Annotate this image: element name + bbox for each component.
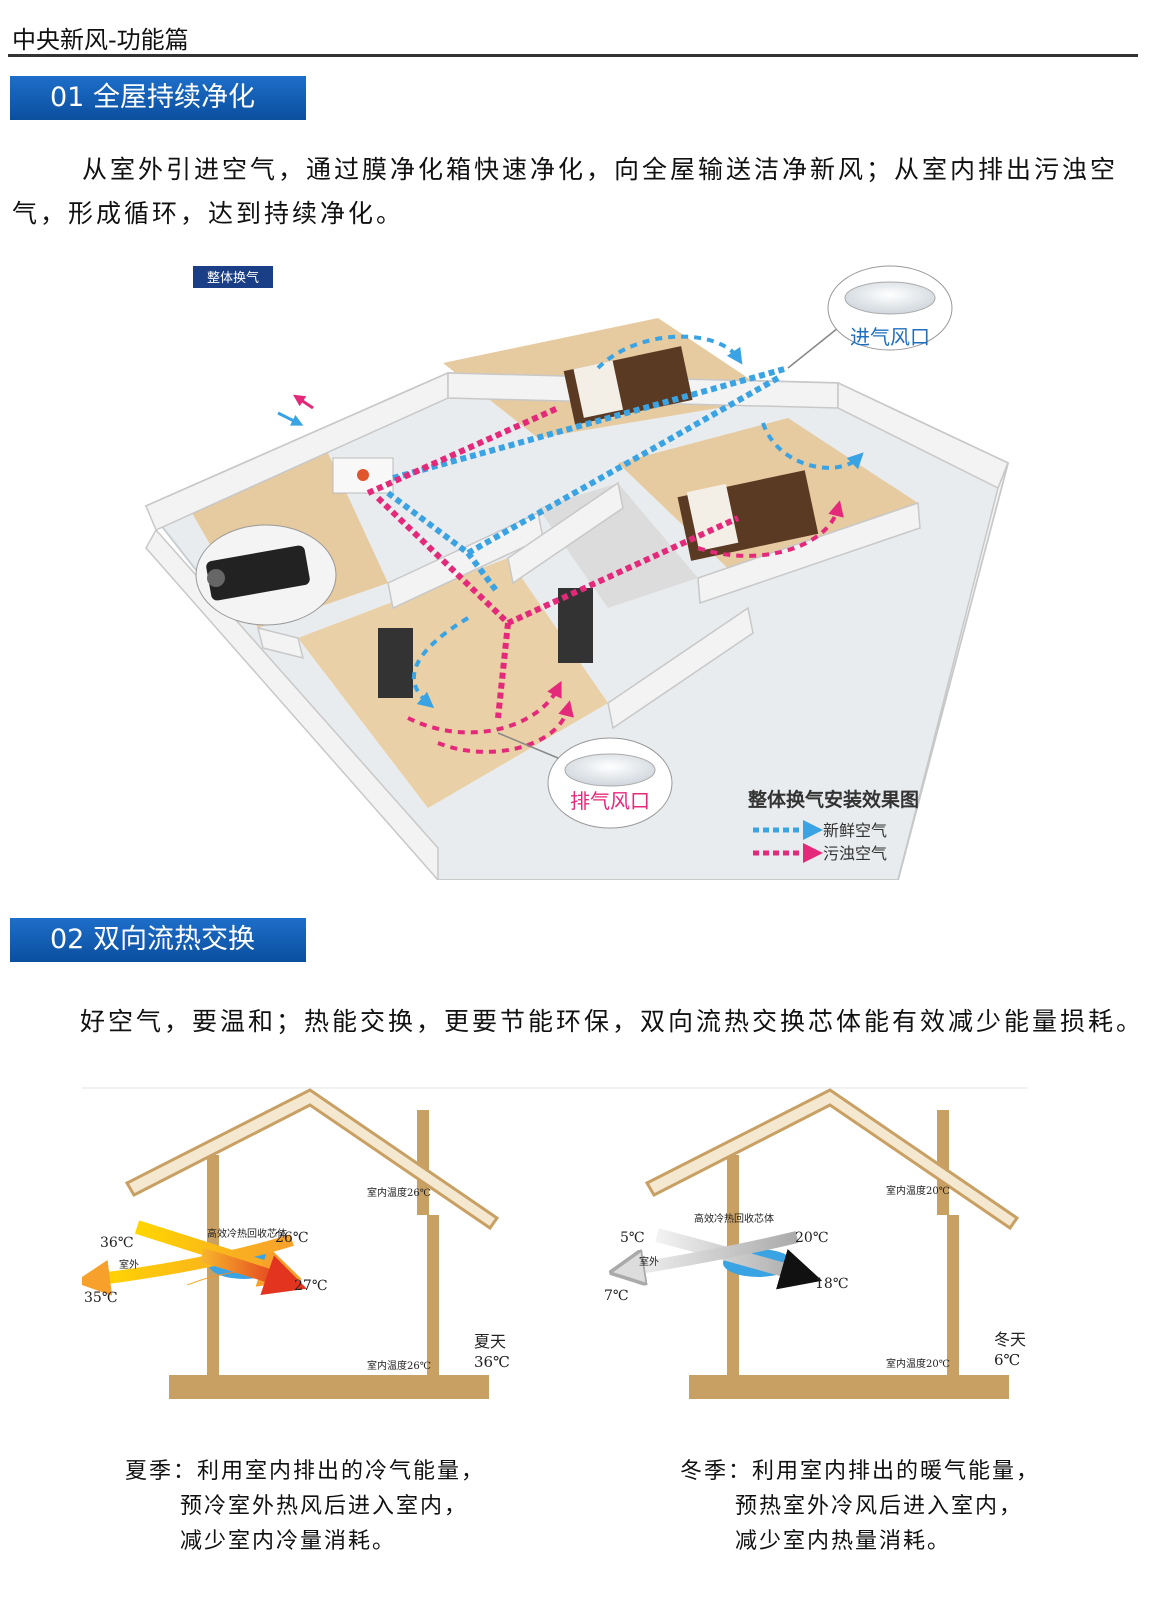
summer-season-temp: 36℃: [474, 1353, 510, 1371]
door-1: [378, 628, 413, 698]
summer-temp-exhaust: 35℃: [84, 1290, 117, 1306]
page-title: 中央新风-功能篇: [12, 26, 189, 54]
winter-indoor-bottom: 室内温度20℃: [886, 1357, 950, 1370]
winter-season-label: 冬天: [994, 1330, 1026, 1349]
section-1-title: 全屋持续净化: [92, 82, 255, 113]
winter-house: 高效冷热回收芯体 室外 室内温度20℃ 室内温度20℃ 5℃ 20℃ 18℃ 7…: [604, 1088, 1026, 1399]
legend-title: 整体换气安装效果图: [748, 788, 919, 811]
winter-indoor-top: 室内温度20℃: [886, 1184, 950, 1197]
figure-badge: 整体换气: [207, 270, 259, 286]
winter-caption-line3: 减少室内热量消耗。: [735, 1529, 952, 1554]
summer-house: 高效冷热回收芯体 室外 室内温度26℃ 室内温度26℃ 36℃ 26℃ 27℃ …: [82, 1088, 510, 1399]
section-2-heading: 02 双向流热交换: [10, 918, 306, 962]
legend-dirty-label: 污浊空气: [823, 844, 887, 863]
section-1-paragraph: 从室外引进空气，通过膜净化箱快速净化，向全屋输送洁净新风；从室内排出污浊空气，形…: [12, 155, 1119, 228]
summer-temp-indoor-out: 26℃: [275, 1230, 308, 1246]
winter-caption-line2: 预热室外冷风后进入室内，: [735, 1494, 1024, 1519]
section-1-heading: 01 全屋持续净化: [10, 76, 306, 120]
wall-mid-3: [507, 481, 624, 585]
winter-caption: 冬季：利用室内排出的暖气能量， 预热室外冷风后进入室内， 减少室内热量消耗。: [680, 1454, 1040, 1559]
wall-south: [438, 462, 1009, 880]
winter-temp-indoor-out: 20℃: [795, 1230, 828, 1246]
legend-fresh-label: 新鲜空气: [823, 821, 887, 840]
summer-indoor-bottom: 室内温度26℃: [367, 1359, 431, 1372]
wall-mid-5: [256, 626, 305, 660]
intake-vent-icon: [844, 281, 936, 315]
intake-vent-label: 进气风口: [850, 325, 930, 349]
wall-mid-2: [607, 606, 754, 730]
summer-core-label: 高效冷热回收芯体: [207, 1227, 287, 1240]
wall-west: [145, 528, 439, 880]
heat-exchange-diagram: 高效冷热回收芯体 室外 室内温度26℃ 室内温度26℃ 36℃ 26℃ 27℃ …: [82, 1087, 1028, 1399]
exhaust-vent-label: 排气风口: [570, 789, 650, 813]
ventilation-floorplan-figure: 整体换气 进气风口 排气风口 整体换气安装效果图 新鲜空气 污浊空气: [138, 248, 1026, 880]
header-divider: [8, 54, 1138, 57]
winter-outdoor-label: 室外: [639, 1255, 659, 1268]
section-2-title: 双向流热交换: [92, 924, 255, 955]
exhaust-vent-icon: [564, 753, 656, 787]
summer-temp-outdoor-in: 36℃: [100, 1235, 133, 1251]
winter-temp-exhaust: 7℃: [604, 1288, 629, 1304]
summer-indoor-top: 室内温度26℃: [367, 1186, 431, 1199]
badge-bg: [193, 266, 273, 288]
summer-caption: 夏季：利用室内排出的冷气能量， 预冷室外热风后进入室内， 减少室内冷量消耗。: [125, 1454, 485, 1559]
winter-temp-outdoor-in: 5℃: [620, 1230, 645, 1246]
fresh-air-ducts: [386, 365, 789, 595]
section-1-number: 01: [50, 82, 85, 113]
summer-temp-to-indoor: 27℃: [294, 1278, 327, 1294]
winter-caption-line1: 冬季：利用室内排出的暖气能量，: [680, 1459, 1041, 1484]
summer-caption-line1: 夏季：利用室内排出的冷气能量，: [125, 1459, 486, 1484]
summer-caption-line3: 减少室内冷量消耗。: [180, 1529, 397, 1554]
section-2-paragraph: 好空气，要温和；热能交换，更要节能环保，双向流热交换芯体能有效减少能量损耗。: [80, 1007, 1145, 1036]
winter-temp-to-indoor: 18℃: [815, 1276, 848, 1292]
summer-caption-line2: 预冷室外热风后进入室内，: [180, 1494, 469, 1519]
wall-mid-4: [697, 501, 921, 605]
summer-outdoor-label: 室外: [119, 1258, 139, 1271]
winter-core-label: 高效冷热回收芯体: [694, 1212, 774, 1225]
dirty-air-ducts: [366, 405, 740, 719]
winter-season-temp: 6℃: [994, 1351, 1020, 1369]
section-2-number: 02: [50, 924, 85, 955]
summer-season-label: 夏天: [474, 1332, 506, 1351]
